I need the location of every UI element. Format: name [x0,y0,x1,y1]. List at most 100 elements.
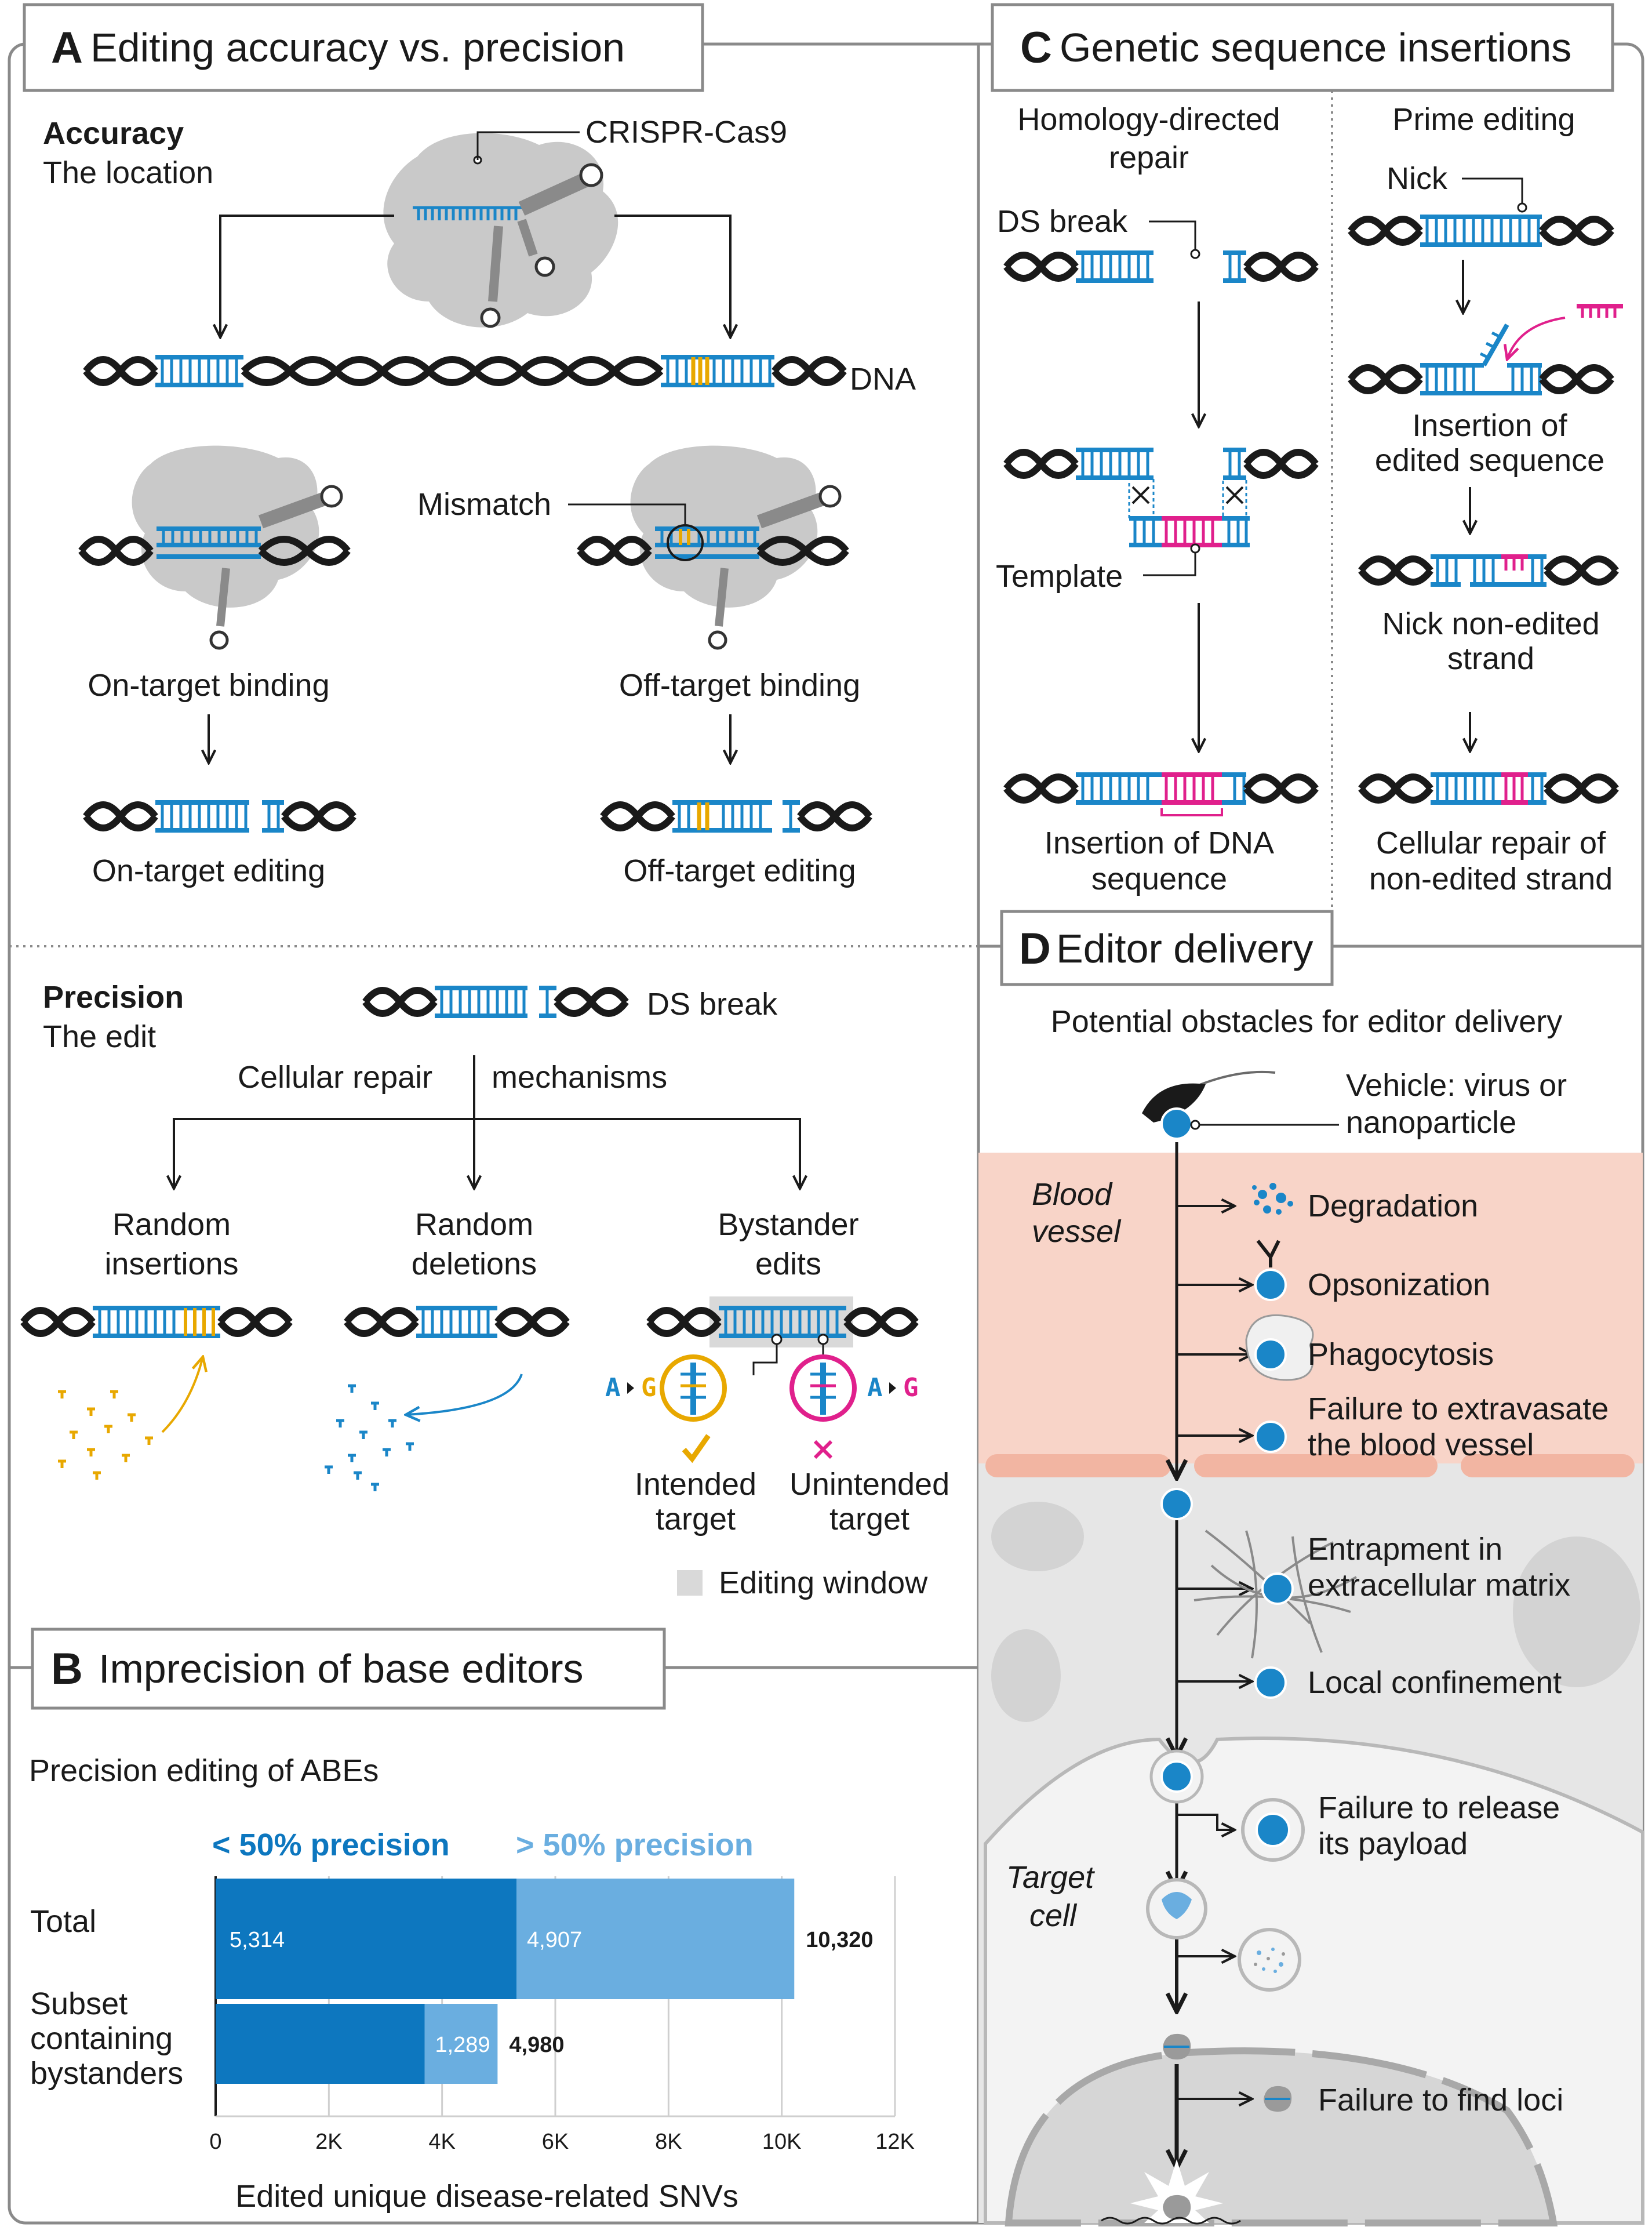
accuracy-title: Accuracy [43,116,184,151]
entrapment-particle-icon [1261,1572,1294,1605]
phagocytosis-label: Phagocytosis [1308,1337,1494,1372]
editing-window-label: Editing window [719,1565,928,1600]
find-loci-editor-icon [1264,2086,1292,2112]
vehicle-label-2: nanoparticle [1346,1105,1516,1140]
category-label: bystanders [30,2056,183,2091]
base-a-intended: A [605,1373,621,1403]
successful-edit-burst-icon [1101,2159,1241,2225]
degradation-label: Degradation [1308,1189,1478,1223]
panel-b-subtitle: Precision editing of ABEs [29,1753,379,1788]
random-insertions-label-2: insertions [104,1247,238,1281]
random-deletions-label-1: Random [415,1207,533,1242]
local-confinement-icon [1254,1666,1287,1699]
particle-crossing-icon [1160,1488,1193,1520]
random-deletions-dna [325,1306,570,1491]
panel-d-letter: D [1019,924,1051,973]
category-label: containing [30,2021,173,2056]
extravasate-label-2: the blood vessel [1308,1427,1534,1462]
endosome-escape-icon [1146,1878,1207,1939]
bar-segment [516,1879,795,1999]
off-target-binding-diagram [577,445,849,650]
blood-vessel-label-2: vessel [1032,1214,1122,1249]
bar-total-label: 4,980 [509,2033,564,2057]
panel-d-subtitle: Potential obstacles for editor delivery [1051,1004,1562,1039]
insertion-dna-label-2: sequence [1091,862,1227,896]
repair-label-right: mechanisms [492,1060,667,1095]
panel-d-header: D Editor delivery [1000,910,1334,986]
bar-segment-label: 5,314 [230,1928,285,1952]
base-a-unintended: A [867,1373,883,1403]
panel-a-title: Editing accuracy vs. precision [90,25,625,70]
category-label: Total [30,1904,96,1939]
cas9-label: CRISPR-Cas9 [585,115,787,150]
prime-nick-dna [1348,215,1614,247]
nick-nonedited-label-1: Nick non-edited [1382,606,1599,641]
insertion-dna-label-1: Insertion of DNA [1045,826,1274,860]
hdr-title-1: Homology-directed [1017,102,1280,137]
on-target-binding-label: On-target binding [88,668,329,703]
obstacle-branches [1177,1206,1252,2099]
hdr-ds-break-label: DS break [997,204,1128,239]
panel-c-header: C Genetic sequence insertions [991,3,1614,92]
template-leader [1143,553,1196,576]
panel-c-letter: C [1020,23,1052,72]
prime-editing-title: Prime editing [1392,102,1575,137]
payload-release-icon [1241,1798,1305,1862]
prime-nick-nonedited-dna [1358,554,1619,587]
off-target-editing-label: Off-target editing [623,853,856,888]
x-tick-label: 12K [875,2130,915,2154]
outer-frame [8,42,1644,2225]
panel-d-title: Editor delivery [1056,926,1313,971]
off-target-editing-dna [600,800,872,833]
bar-segment-label: 4,907 [527,1928,582,1952]
arrow-to-off-target [614,215,730,337]
insertion-edited-label-1: Insertion of [1412,408,1567,443]
cas9-complex-top [383,133,618,328]
release-label-1: Failure to release [1318,1790,1560,1825]
chart-bars [216,1879,795,2084]
intended-target-label-1: Intended [635,1467,756,1502]
insertion-edited-label-2: edited sequence [1375,443,1604,478]
release-label-2: its payload [1318,1826,1468,1861]
random-deletions-label-2: deletions [412,1247,537,1281]
bystander-dna [627,1296,919,1463]
x-tick-label: 4K [428,2130,455,2154]
panel-b-header: B Imprecision of base editors [31,1628,666,1710]
mismatch-label: Mismatch [417,487,551,522]
accuracy-subtitle: The location [43,155,213,190]
degradation-icon [1252,1183,1293,1215]
blood-vessel-zone [978,1153,1643,1463]
editing-window-swatch [677,1570,703,1596]
bar-segment [216,1879,517,1999]
random-insertions-label-1: Random [112,1207,231,1242]
hdr-template-dna [1003,448,1319,547]
delivery-vehicle [1142,1070,1276,1140]
bar-total-label: 10,320 [806,1928,873,1952]
x-tick-label: 0 [209,2130,221,2154]
endothelium [985,1454,1635,1477]
template-label: Template [996,559,1123,594]
legend-high-precision: > 50% precision [516,1828,754,1862]
chart-x-axis-label: Edited unique disease-related SNVs [235,2179,738,2214]
extravasate-particle-icon [1254,1421,1287,1453]
dna-label: DNA [850,362,916,397]
entrapment-label-1: Entrapment in [1308,1532,1502,1567]
x-tick-label: 8K [655,2130,682,2154]
extravasate-label-1: Failure to extravasate [1308,1392,1609,1426]
bar-segment [424,2004,498,2084]
base-g-unintended: G [903,1373,919,1403]
precision-subtitle: The edit [43,1019,156,1054]
on-target-binding-diagram [78,445,351,650]
precision-ds-break-label: DS break [647,987,778,1022]
base-g-intended: G [641,1373,657,1403]
target-cell-label-2: cell [1029,1898,1078,1933]
prime-insertion-dna [1348,304,1623,395]
bystander-label-2: edits [755,1247,821,1281]
on-target-editing-dna [83,800,356,833]
x-tick-label: 6K [542,2130,569,2154]
on-target-editing-label: On-target editing [92,853,325,888]
degraded-payload-icon [1238,1928,1301,1992]
legend-low-precision: < 50% precision [212,1828,450,1862]
